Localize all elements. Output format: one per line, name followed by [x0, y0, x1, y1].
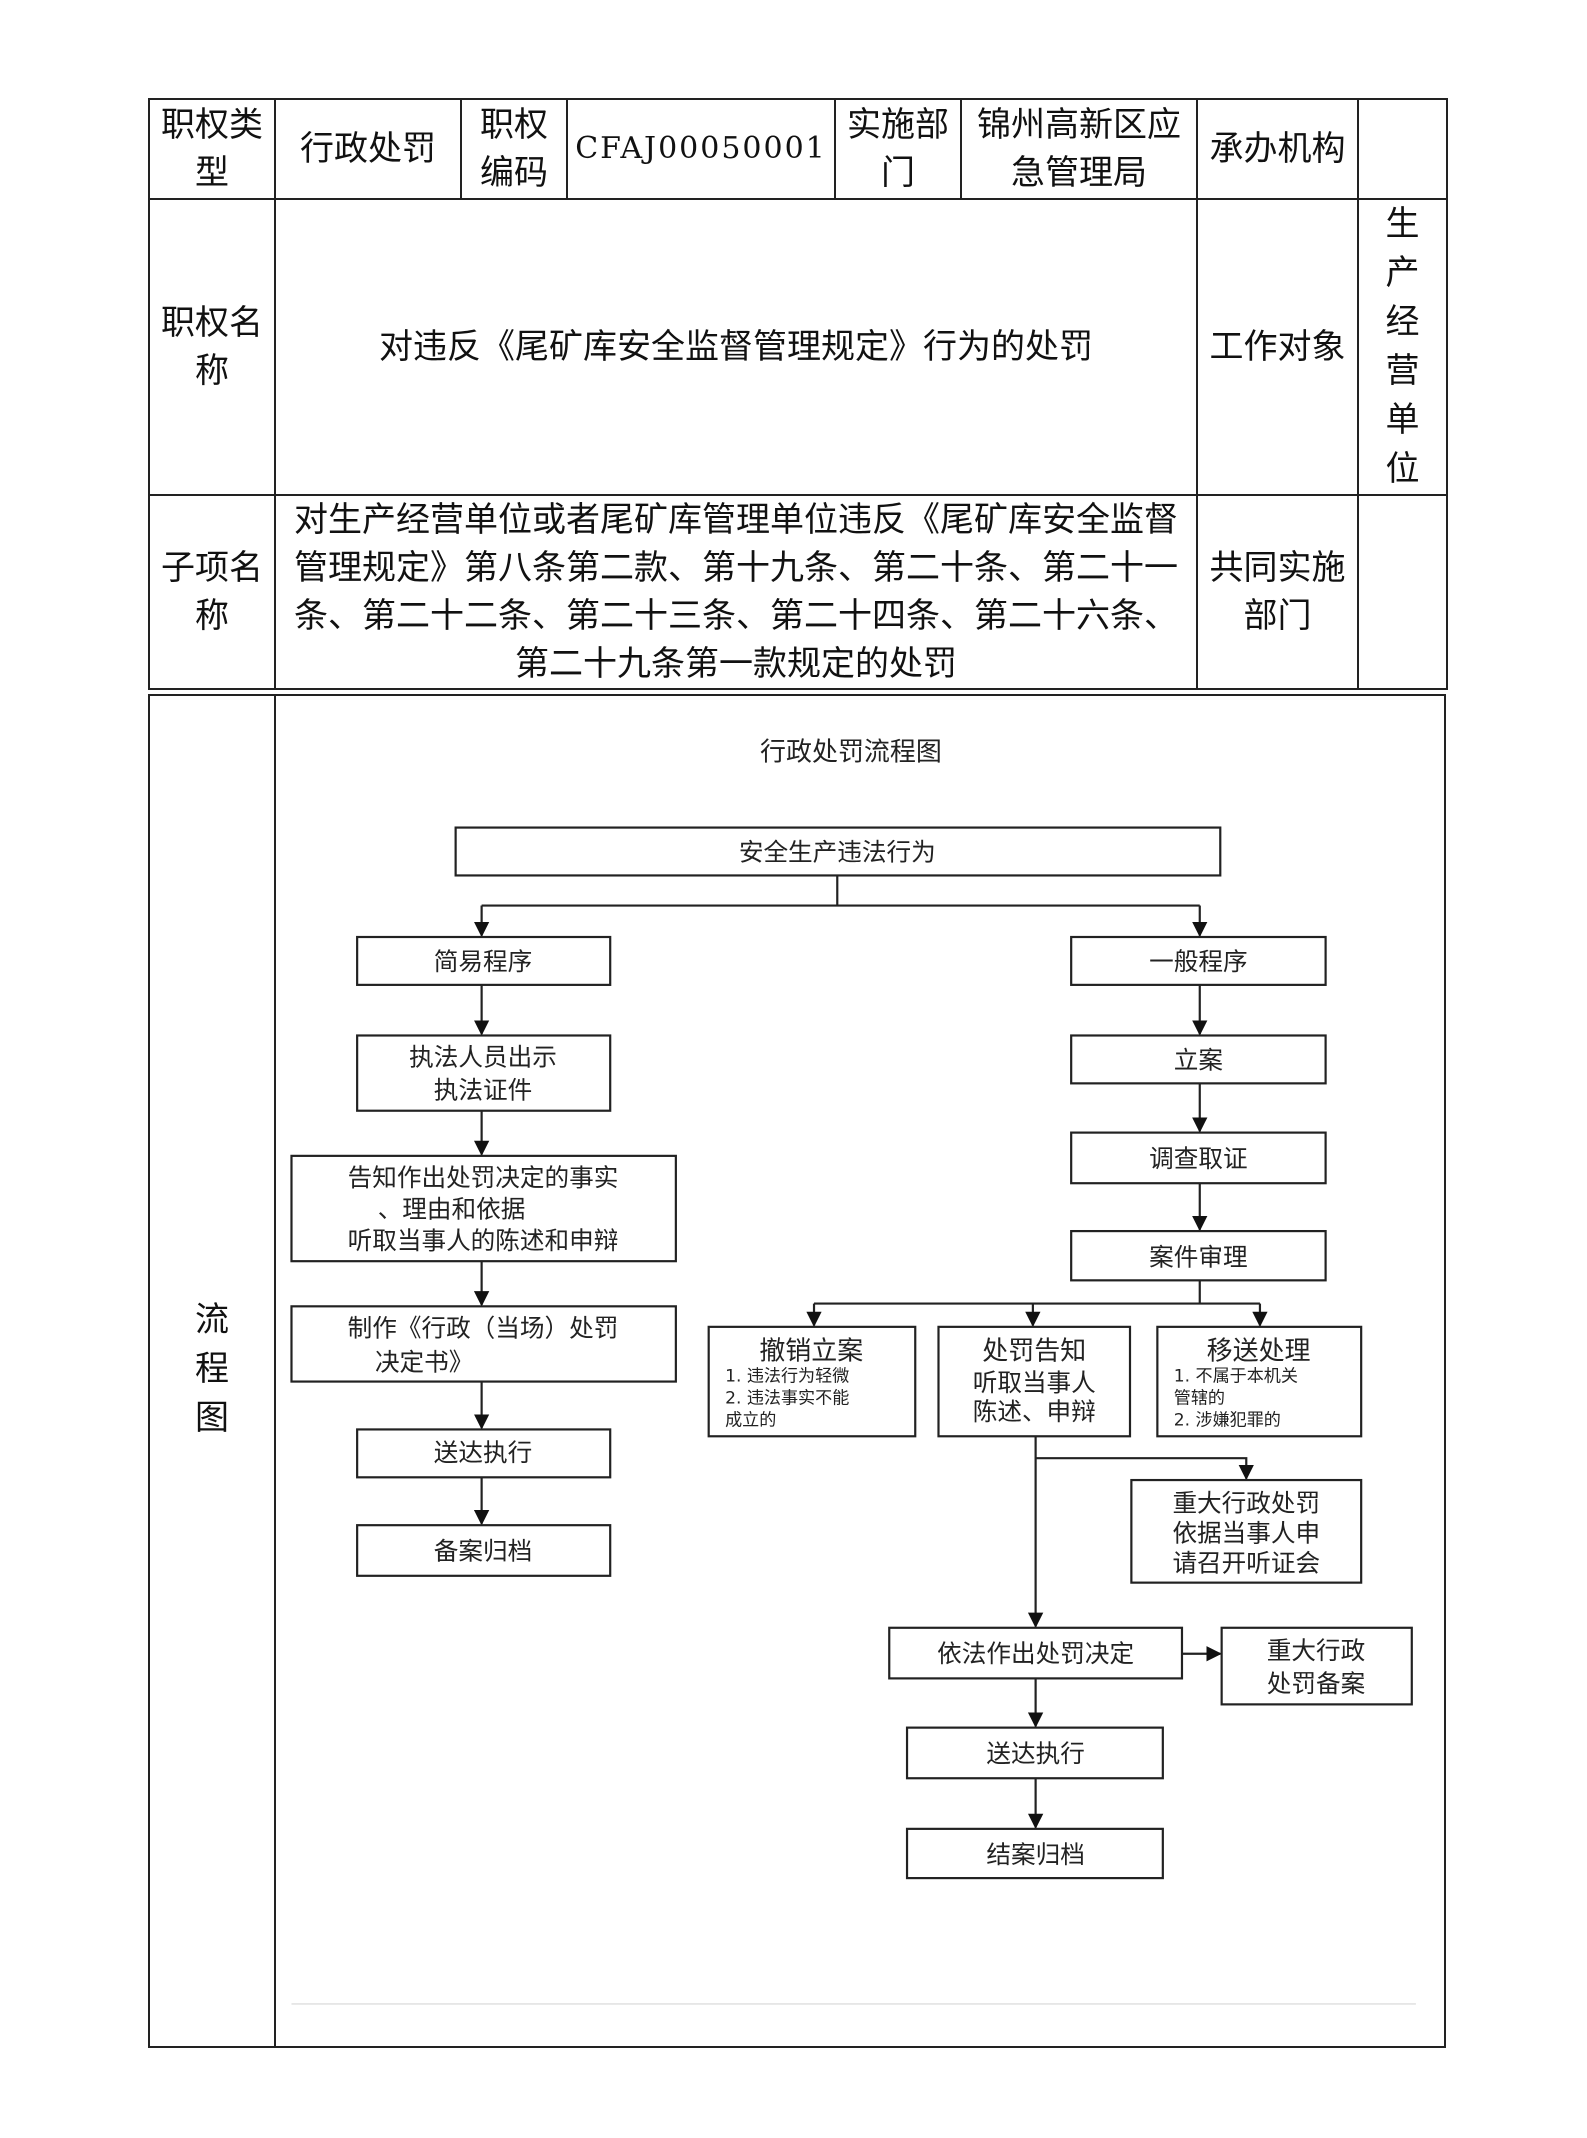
joint-value — [1357, 494, 1448, 690]
type-label: 职权类型 — [148, 98, 276, 200]
sub-value: 对生产经营单位或者尾矿库管理单位违反《尾矿库安全监督管理规定》第八条第二款、第十… — [274, 494, 1198, 690]
node-hearing: 重大行政处罚 — [1172, 1489, 1320, 1518]
node-hearing: 依据当事人申 — [1172, 1519, 1320, 1548]
dept-label: 实施部门 — [834, 98, 962, 200]
node-general-step3: 案件审理 — [1149, 1242, 1247, 1271]
node-transfer: 移送处理 — [1207, 1337, 1311, 1367]
joint-label: 共同实施部门 — [1196, 494, 1359, 690]
node-cancel: 撤销立案 — [759, 1337, 863, 1367]
node-cancel-line: 2. 违法事实不能 — [725, 1388, 849, 1408]
node-simple-step2: 告知作出处罚决定的事实 — [348, 1163, 619, 1192]
node-simple-step3: 制作《行政（当场）处罚 — [348, 1313, 619, 1342]
flow-title: 行政处罚流程图 — [760, 738, 942, 768]
node-simple-step2: 听取当事人的陈述和申辩 — [348, 1226, 619, 1255]
name-label: 职权名称 — [148, 198, 276, 496]
type-value: 行政处罚 — [274, 98, 462, 200]
node-deliver: 送达执行 — [986, 1739, 1084, 1768]
node-simple-step1: 执法人员出示 — [409, 1043, 557, 1072]
node-general-step2: 调查取证 — [1149, 1144, 1247, 1173]
node-close: 结案归档 — [986, 1840, 1084, 1869]
table-row: 职权名称 对违反《尾矿库安全监督管理规定》行为的处罚 工作对象 生产经营单位 — [148, 198, 1448, 496]
node-general-step1: 立案 — [1174, 1045, 1223, 1074]
node-simple-step3: 决定书》 — [375, 1348, 473, 1377]
node-simple-step5: 备案归档 — [434, 1536, 532, 1565]
node-cancel-line: 成立的 — [725, 1410, 776, 1430]
node-notice-line: 听取当事人 — [973, 1368, 1096, 1397]
target-cell: 生产经营单位 — [1357, 198, 1448, 496]
node-transfer-line: 管辖的 — [1174, 1388, 1225, 1408]
org-label: 承办机构 — [1196, 98, 1359, 200]
node-decision: 依法作出处罚决定 — [937, 1639, 1134, 1668]
org-value — [1357, 98, 1448, 200]
node-general: 一般程序 — [1149, 947, 1247, 976]
target-label: 工作对象 — [1196, 198, 1359, 496]
name-value: 对违反《尾矿库安全监督管理规定》行为的处罚 — [274, 198, 1198, 496]
node-root: 安全生产违法行为 — [739, 837, 936, 866]
sub-label: 子项名称 — [148, 494, 276, 690]
target-value: 生产经营单位 — [1385, 204, 1420, 489]
flow-label: 流程图 — [195, 1300, 229, 1438]
node-record: 处罚备案 — [1267, 1669, 1365, 1698]
flowchart-section: 流程图 — [148, 694, 1446, 2048]
divider — [274, 696, 276, 2046]
connectors — [473, 875, 1268, 1830]
node-notice: 处罚告知 — [982, 1337, 1086, 1367]
node-simple-step2: 、理由和依据 — [378, 1194, 526, 1223]
boxes — [290, 826, 1413, 1880]
code-value: CFAJ00050001 — [566, 98, 836, 200]
table-row: 子项名称 对生产经营单位或者尾矿库管理单位违反《尾矿库安全监督管理规定》第八条第… — [148, 494, 1448, 690]
node-cancel-line: 1. 违法行为轻微 — [725, 1367, 849, 1387]
node-transfer-line: 1. 不属于本机关 — [1174, 1367, 1298, 1387]
code-label: 职权编码 — [460, 98, 568, 200]
dept-value: 锦州高新区应急管理局 — [960, 98, 1198, 200]
node-notice-line: 陈述、申辩 — [973, 1397, 1096, 1426]
node-hearing: 请召开听证会 — [1172, 1549, 1320, 1578]
node-simple-step1: 执法证件 — [434, 1075, 532, 1104]
node-simple: 简易程序 — [434, 947, 532, 976]
authority-info-table: 职权类型 行政处罚 职权编码 CFAJ00050001 实施部门 锦州高新区应急… — [148, 98, 1448, 690]
node-transfer-line: 2. 涉嫌犯罪的 — [1174, 1410, 1281, 1430]
node-record: 重大行政 — [1267, 1636, 1365, 1665]
table-row: 职权类型 行政处罚 职权编码 CFAJ00050001 实施部门 锦州高新区应急… — [148, 98, 1448, 200]
node-simple-step4: 送达执行 — [434, 1438, 532, 1467]
